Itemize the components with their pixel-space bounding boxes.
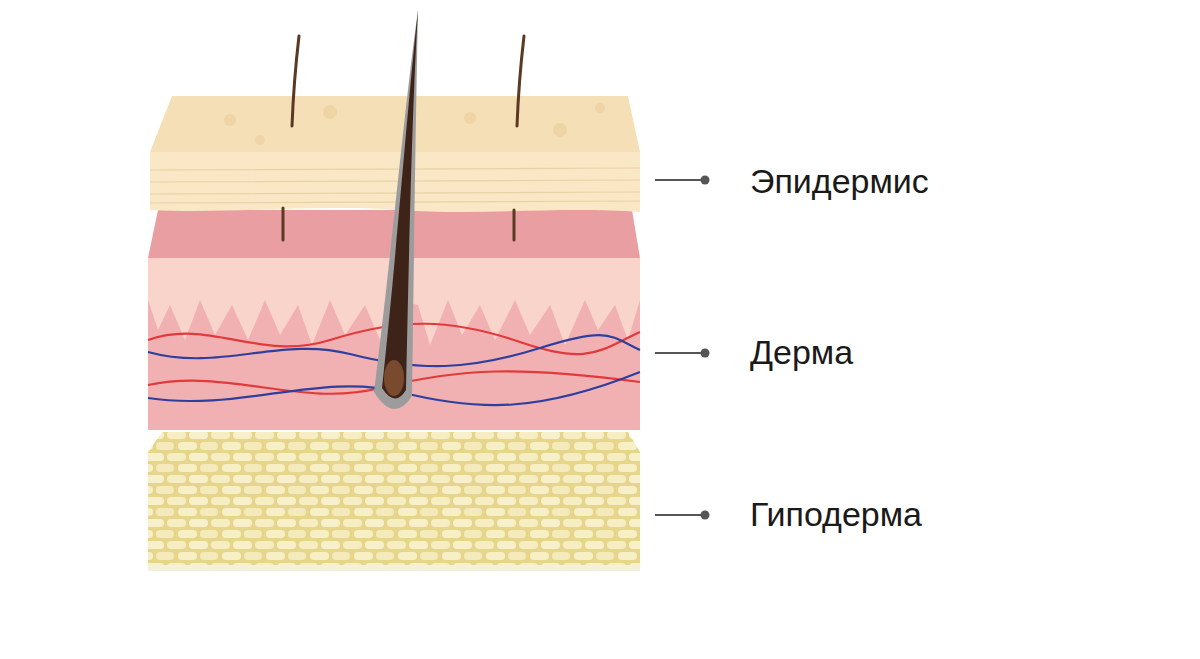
leader-dots [701,176,710,520]
layer-label: Эпидермис [750,161,929,202]
hypodermis-shadow [148,565,640,571]
hair-follicle [374,10,418,409]
hypodermis-layer [148,432,640,571]
hypodermis-front [148,452,640,565]
layer-label: Дерма [750,332,853,373]
epidermis-layer [150,96,640,212]
hypodermis-top [148,432,640,452]
epidermis-top [150,96,640,152]
epidermis-strata [150,168,640,203]
layer-label: Гиподерма [750,494,922,535]
leader-lines [655,180,705,515]
epidermis-front [150,152,640,212]
